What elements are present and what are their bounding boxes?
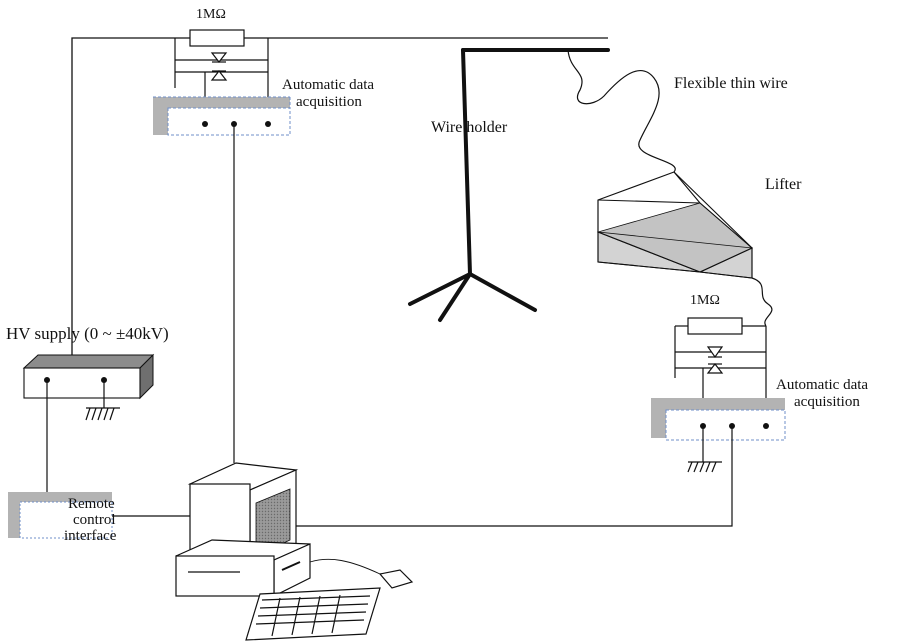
lifter-device	[596, 171, 753, 279]
right-resistor-label: 1MΩ	[690, 293, 720, 308]
lifter-label: Lifter	[765, 176, 802, 193]
top-daq-label-line2: acquisition	[296, 94, 362, 110]
top-diode-icon	[210, 52, 228, 63]
flexible-wire-label: Flexible thin wire	[674, 75, 788, 92]
remote-label-line2: control	[73, 512, 116, 528]
wire-holder-stand	[408, 48, 610, 322]
right-resistor-icon	[687, 317, 743, 335]
right-diode-icon	[706, 346, 724, 359]
remote-label-line3: interface	[64, 528, 117, 544]
lifter-to-circuit-wire	[751, 277, 773, 327]
right-daq-label-line2: acquisition	[794, 394, 860, 410]
right-daq-to-computer-wire	[296, 426, 733, 527]
hv-supply-label: HV supply (0 ~ ±40kV)	[6, 324, 169, 343]
right-daq-device	[651, 398, 786, 441]
wire-holder-label: Wire holder	[431, 119, 508, 136]
computer-icon	[175, 462, 414, 641]
top-resistor-label: 1MΩ	[196, 7, 226, 22]
top-daq-device	[153, 96, 291, 136]
mouse-icon	[378, 569, 414, 589]
hv-supply-device	[22, 353, 155, 400]
right-ground-icon	[687, 426, 722, 473]
top-protection-circuit	[174, 29, 269, 124]
right-daq-label-line1: Automatic data	[776, 377, 868, 393]
remote-control-interface-device	[8, 492, 113, 539]
top-wiring	[71, 37, 608, 379]
top-daq-label-line1: Automatic data	[282, 77, 374, 93]
labels: 1MΩ Automatic data acquisition Wire hold…	[6, 7, 868, 544]
flexible-thin-wire	[567, 49, 676, 173]
hv-ground-icon	[85, 380, 120, 421]
top-resistor-icon	[189, 29, 245, 47]
remote-label-line1: Remote	[68, 496, 115, 512]
